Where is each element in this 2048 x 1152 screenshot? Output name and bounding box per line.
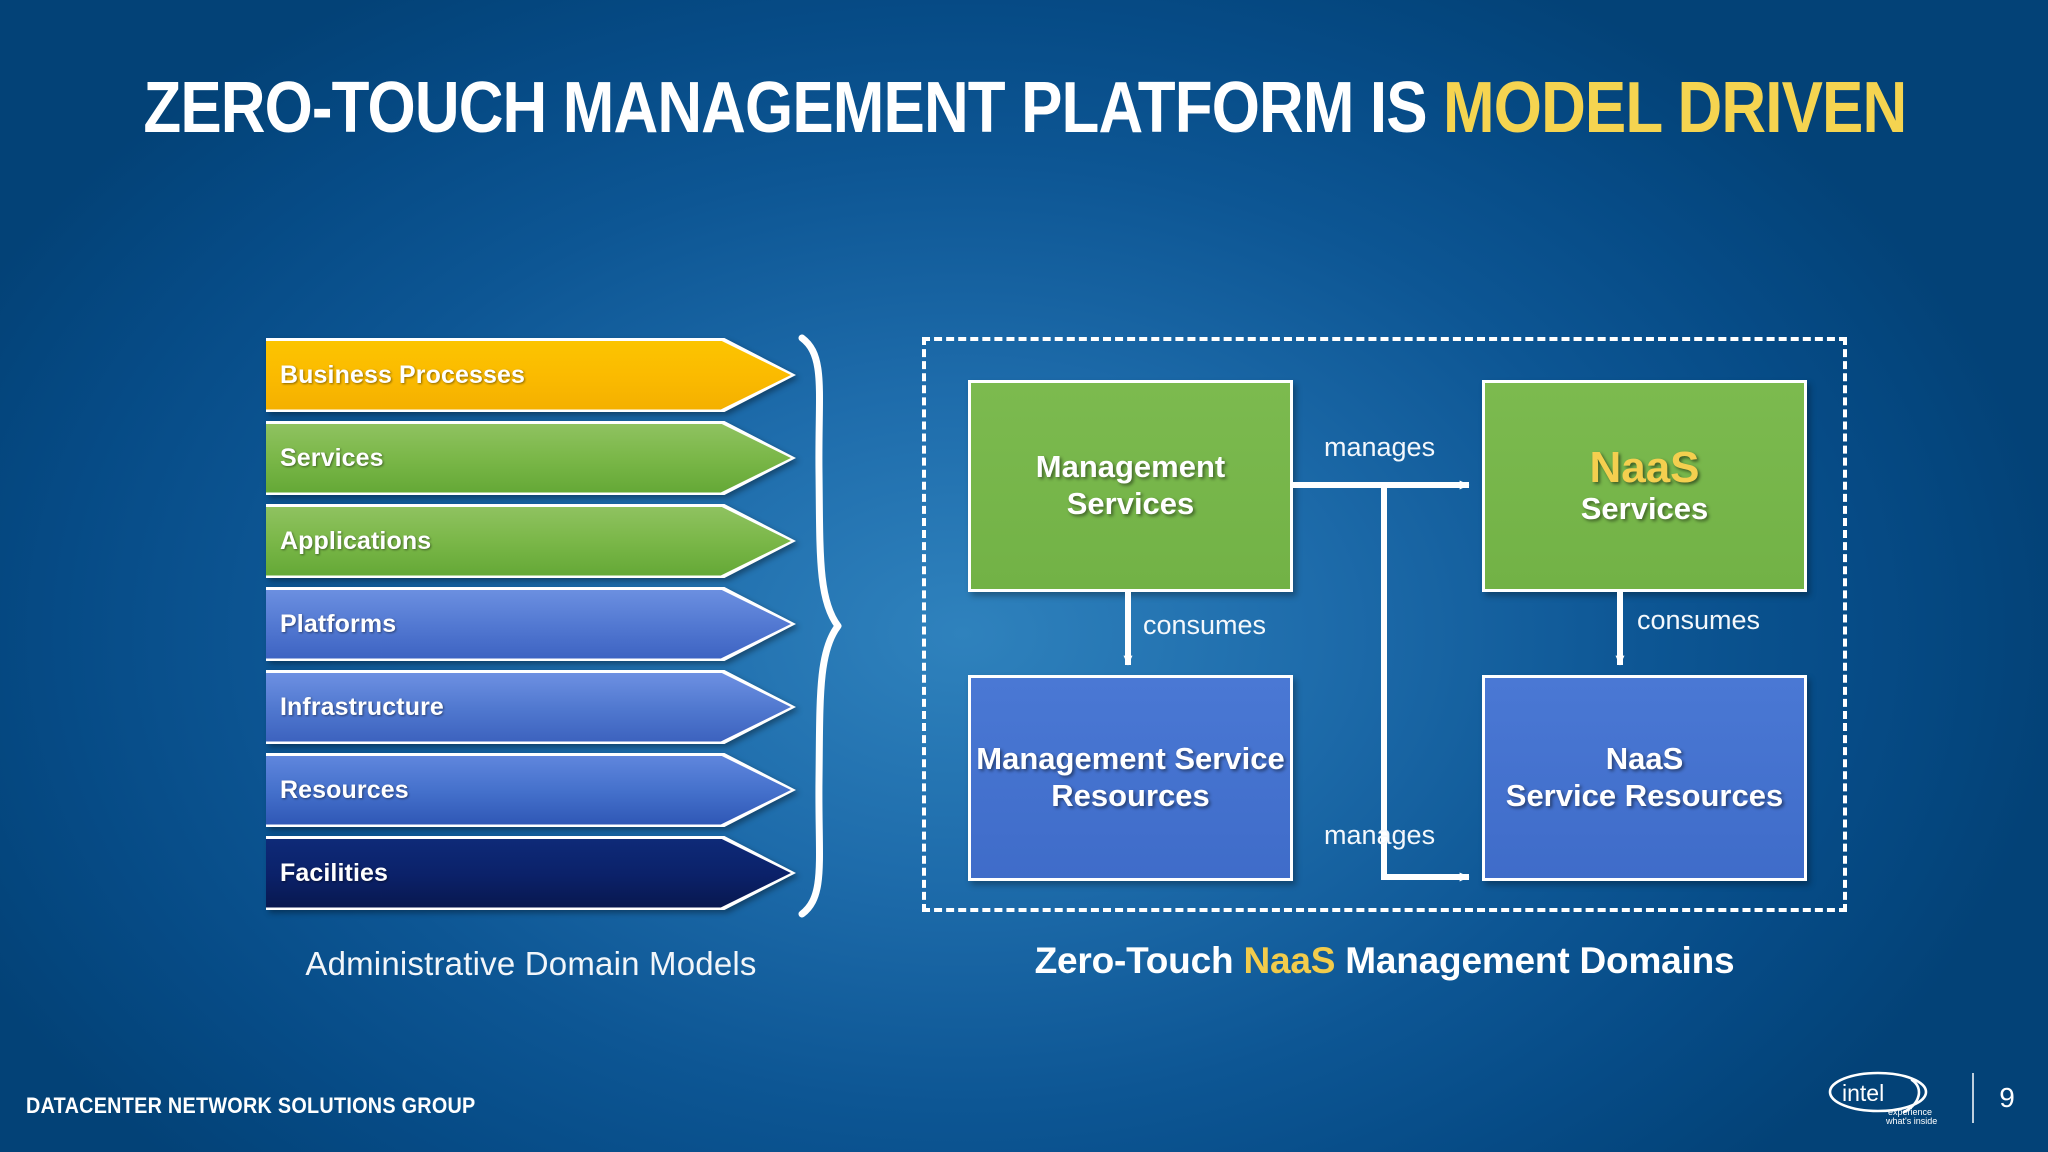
intel-logo-icon: intel experience what's inside (1828, 1071, 1937, 1126)
svg-text:intel: intel (1842, 1080, 1884, 1106)
box-naas-service-resources[interactable]: NaaS Service Resources (1482, 675, 1807, 881)
administrative-domain-model-stack: Business Processes Services Applications… (266, 338, 796, 919)
arrow-fill (266, 672, 791, 742)
layer-arrow-infrastructure[interactable]: Infrastructure (266, 670, 796, 744)
footer-right-group: intel experience what's inside 9 (1820, 1070, 2020, 1126)
layer-arrow-label: Business Processes (280, 360, 526, 389)
box-management-service-resources[interactable]: Management Service Resources (968, 675, 1293, 881)
zero-touch-naas-management-domains-panel: Management Services NaaS Services Manage… (922, 337, 1847, 912)
box-line-2: Services (1580, 490, 1709, 526)
footer-brand-text: DATACENTER NETWORK SOLUTIONS GROUP (26, 1093, 476, 1118)
right-caption-post: Management Domains (1335, 940, 1735, 981)
arrow-fill (266, 838, 791, 908)
layer-arrow-services[interactable]: Services (266, 421, 796, 495)
page-title-highlight: MODEL DRIVEN (1443, 68, 1907, 148)
layer-arrow-label: Resources (280, 775, 409, 804)
layer-arrow-resources[interactable]: Resources (266, 753, 796, 827)
page-number: 9 (1999, 1082, 2015, 1113)
box-line-2: Service Resources (1505, 778, 1784, 813)
page-title-main: ZERO-TOUCH MANAGEMENT PLATFORM IS (143, 68, 1444, 148)
box-line-1: NaaS (1589, 442, 1700, 492)
right-caption-highlight: NaaS (1243, 940, 1336, 981)
layer-arrow-label: Facilities (280, 858, 388, 887)
layer-arrow-label: Applications (280, 526, 432, 555)
svg-text:what's inside: what's inside (1885, 1116, 1937, 1126)
edge-label-manages-top: manages (1324, 432, 1436, 462)
right-panel-caption: Zero-Touch NaaS Management Domains (922, 940, 1847, 982)
layer-arrow-platforms[interactable]: Platforms (266, 587, 796, 661)
layer-arrow-label: Infrastructure (280, 692, 444, 721)
layer-arrow-business-processes[interactable]: Business Processes (266, 338, 796, 412)
box-line-1: Management Service (976, 741, 1285, 777)
layer-arrow-label: Services (280, 443, 384, 472)
page-title: ZERO-TOUCH MANAGEMENT PLATFORM IS MODEL … (143, 72, 1907, 144)
box-line-1: NaaS (1605, 741, 1684, 777)
curly-brace-icon (798, 334, 842, 918)
arrow-fill (266, 589, 791, 659)
left-panel-caption: Administrative Domain Models (305, 945, 757, 982)
edge-label-consumes-left: consumes (1143, 610, 1267, 640)
arrow-fill (266, 423, 791, 493)
layer-arrow-label: Platforms (280, 609, 397, 638)
arrow-fill (266, 506, 791, 576)
box-line-1: Management (1035, 449, 1226, 485)
box-line-2: Resources (1051, 778, 1210, 813)
arrow-fill (266, 340, 791, 410)
edge-label-consumes-right: consumes (1637, 605, 1761, 635)
svg-text:experience: experience (1888, 1107, 1932, 1117)
layer-arrow-applications[interactable]: Applications (266, 504, 796, 578)
arrow-fill (266, 755, 791, 825)
edge-label-manages-bottom: manages (1324, 820, 1436, 850)
box-naas-services[interactable]: NaaS Services (1482, 380, 1807, 592)
right-caption-pre: Zero-Touch (1034, 940, 1244, 981)
box-management-services[interactable]: Management Services (968, 380, 1293, 592)
box-line-2: Services (1066, 486, 1195, 521)
layer-arrow-facilities[interactable]: Facilities (266, 836, 796, 910)
footer-divider (1972, 1073, 1974, 1123)
